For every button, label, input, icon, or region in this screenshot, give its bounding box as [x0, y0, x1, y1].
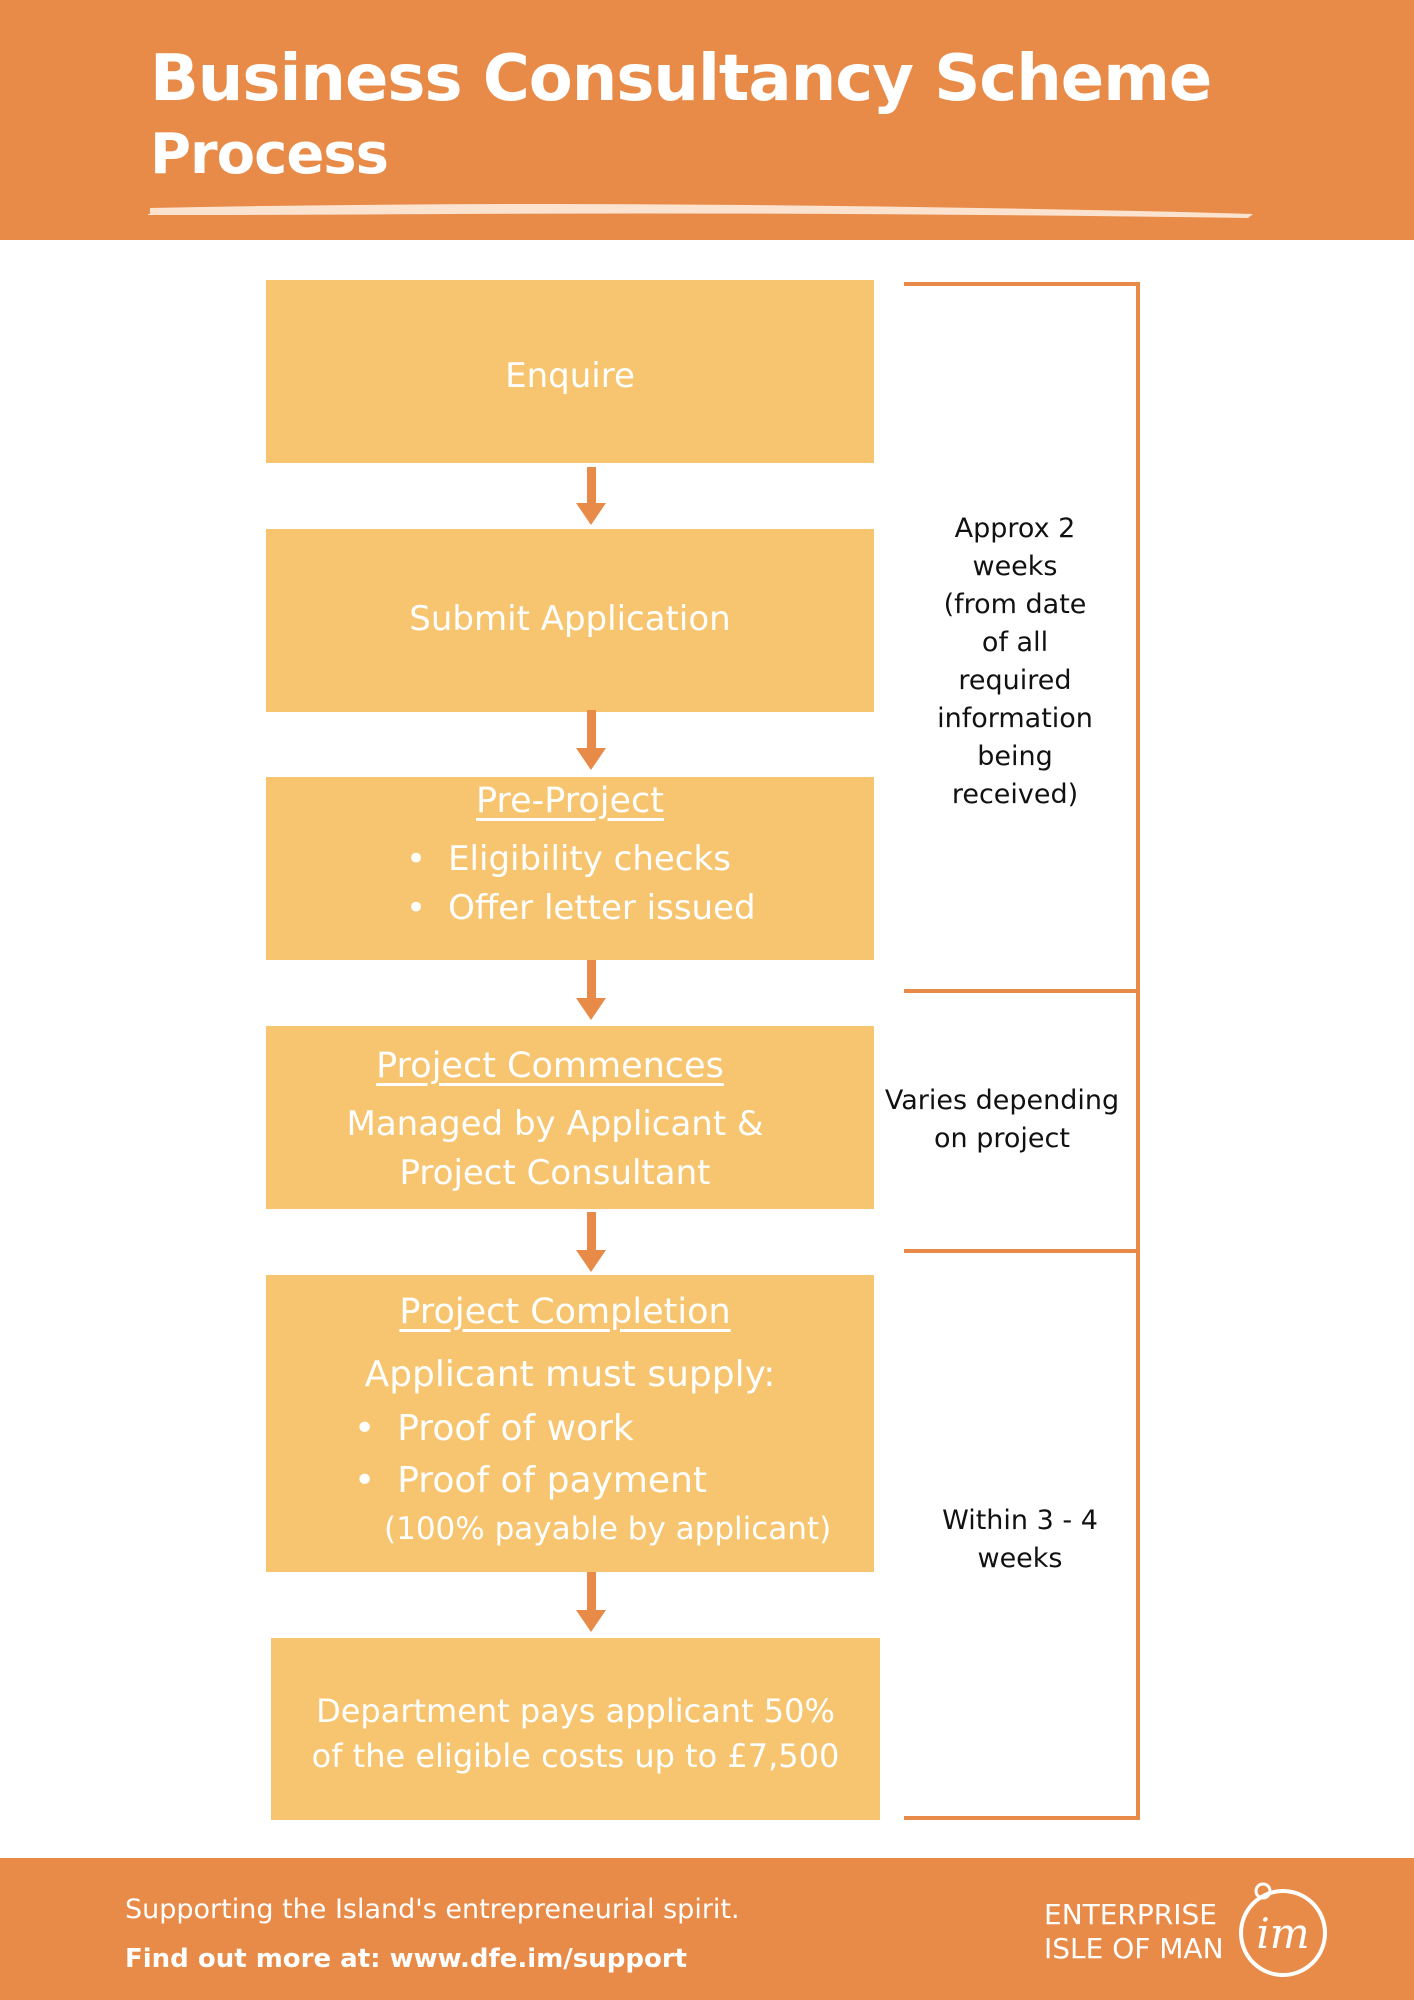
enterprise-logo-text: ENTERPRISE ISLE OF MAN [1044, 1898, 1224, 1966]
timeframe-line: on project [934, 1123, 1070, 1154]
logo-mark-text: im [1256, 1909, 1309, 1958]
completion-title: Project Completion [399, 1292, 731, 1332]
timeframe-approx-2-weeks: Approx 2 weeks (from date of all require… [910, 510, 1120, 814]
arrow-down-icon [576, 1572, 606, 1632]
completion-note: (100% payable by applicant) [384, 1511, 832, 1547]
timeframe-line: of all [981, 627, 1049, 658]
logo-line: ENTERPRISE [1044, 1898, 1217, 1931]
completion-item: Proof of payment [354, 1460, 707, 1501]
step-submit-label: Submit Application [409, 599, 731, 639]
step-enquire: Enquire [266, 280, 874, 463]
arrow-down-icon [576, 710, 606, 770]
footer-banner: Supporting the Island's entrepreneurial … [0, 1858, 1414, 2000]
step-project-completion: Project Completion Applicant must supply… [266, 1275, 874, 1572]
step-submit-application: Submit Application [266, 529, 874, 712]
step-pre-project: Pre-Project Eligibility checks Offer let… [266, 777, 874, 960]
timeframe-varies: Varies depending on project [874, 1082, 1130, 1158]
enterprise-logo-icon: im [1239, 1882, 1327, 1977]
page-title: Business Consultancy Scheme [150, 42, 1212, 116]
payment-line: of the eligible costs up to £7,500 [311, 1737, 840, 1775]
header-banner: Business Consultancy Scheme Process [0, 0, 1414, 240]
commences-title: Project Commences [376, 1046, 724, 1086]
timeframe-line: information [937, 703, 1093, 734]
completion-item: Proof of work [354, 1408, 634, 1449]
logo-line: ISLE OF MAN [1044, 1932, 1224, 1965]
timeframe-line: weeks [977, 1543, 1063, 1574]
arrow-down-icon [576, 960, 606, 1020]
pre-project-item: Eligibility checks [406, 839, 731, 879]
timeframe-line: required [958, 665, 1072, 696]
footer-find-out-link[interactable]: Find out more at: www.dfe.im/support [125, 1944, 688, 1974]
footer-tagline: Supporting the Island's entrepreneurial … [125, 1894, 740, 1925]
completion-subtitle: Applicant must supply: [364, 1354, 776, 1395]
pre-project-title: Pre-Project [475, 781, 665, 821]
arrow-down-icon [576, 1212, 606, 1272]
pre-project-item: Offer letter issued [406, 888, 756, 928]
step-enquire-label: Enquire [505, 356, 635, 396]
page-subtitle: Process [150, 122, 389, 187]
step-project-commences: Project Commences Managed by Applicant &… [266, 1026, 874, 1209]
timeframe-line: Approx 2 [954, 513, 1076, 544]
timeframe-line: Within 3 - 4 [942, 1505, 1098, 1536]
payment-line: Department pays applicant 50% [316, 1692, 835, 1730]
timeframe-line: (from date [943, 589, 1087, 620]
commences-line: Managed by Applicant & [346, 1104, 764, 1144]
step-department-payment: Department pays applicant 50% of the eli… [271, 1638, 880, 1820]
commences-line: Project Consultant [399, 1153, 711, 1193]
timeframe-within-3-4-weeks: Within 3 - 4 weeks [920, 1502, 1120, 1578]
timeframe-line: being [977, 741, 1053, 772]
timeframe-line: weeks [972, 551, 1058, 582]
timeframe-line: Varies depending [884, 1085, 1120, 1116]
brush-stroke-decoration [148, 204, 1253, 218]
timeframe-line: received) [951, 779, 1079, 810]
arrow-down-icon [576, 467, 606, 525]
